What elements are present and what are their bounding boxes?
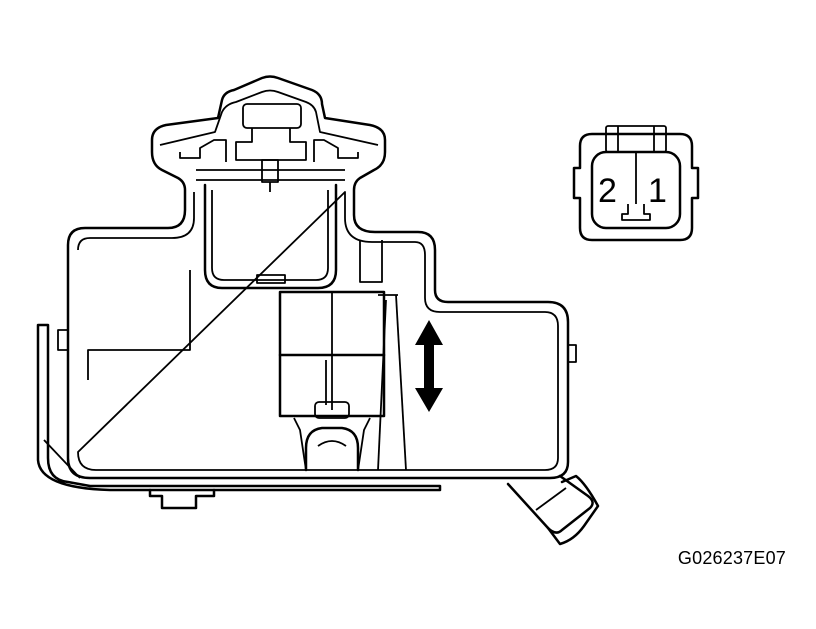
float-movement-arrow [415,320,443,412]
reservoir-cap [159,89,379,192]
connector-pin-1-label: 1 [648,172,667,210]
bottom-mount [148,488,216,510]
figure-code: G026237E07 [677,548,786,568]
float-switch [278,290,407,472]
filter-basket [203,183,338,290]
outlet-pipe [506,474,600,546]
connector-pin-2-label: 2 [598,172,617,210]
reservoir-tank [36,75,577,492]
connector: 2 1 [572,125,700,242]
